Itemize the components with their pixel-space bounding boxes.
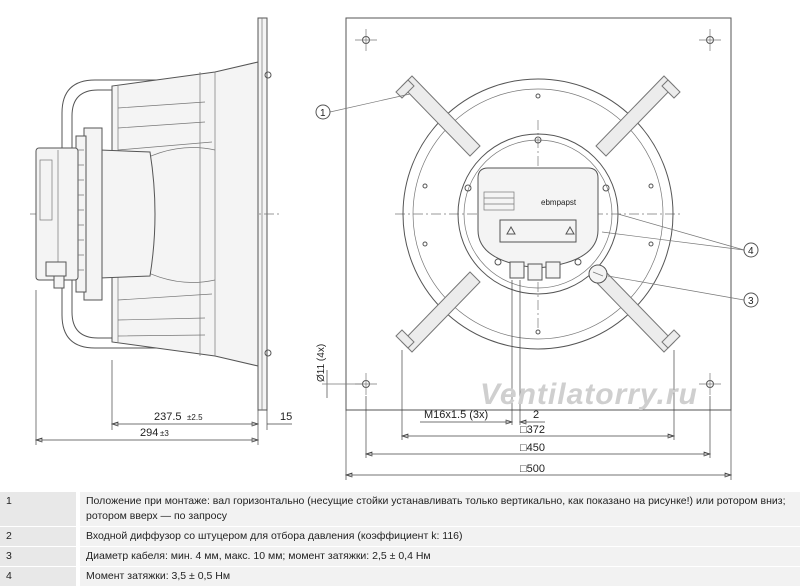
electronics-housing-side — [35, 147, 79, 281]
svg-text:4: 4 — [748, 246, 754, 257]
hole-dimension: Ø11 (4x) — [316, 344, 327, 382]
dim-500: □500 — [520, 463, 545, 475]
watermark: Ventilatorry.ru — [480, 378, 698, 411]
side-view: 237.5 ±2.5 294 ±3 15 — [30, 17, 292, 445]
dim-15-value: 15 — [280, 411, 292, 423]
inlet-ring — [402, 78, 674, 350]
dim-237-value: 237.5 — [154, 411, 182, 423]
support-struts-front — [395, 75, 681, 353]
dim-294-tolerance: ±3 — [160, 429, 169, 438]
note-number: 1 — [0, 492, 78, 527]
mounting-plate-front — [345, 17, 732, 411]
note-text: Диаметр кабеля: мин. 4 мм, макс. 10 мм; … — [76, 546, 800, 567]
callout-3: 3 — [743, 292, 759, 308]
brand-logo: ebmpapst — [541, 198, 577, 207]
note-number: 2 — [0, 526, 78, 547]
svg-text:1: 1 — [320, 108, 326, 119]
note-row: 2 Входной диффузор со штуцером для отбор… — [0, 526, 800, 547]
note-number: 3 — [0, 546, 78, 567]
cable-gland — [509, 261, 525, 279]
dim-294-value: 294 — [140, 427, 158, 439]
callout-1: 1 — [315, 104, 331, 120]
note-text: Входной диффузор со штуцером для отбора … — [76, 526, 800, 547]
note-text: Момент затяжки: 3,5 ± 0,5 Нм — [76, 566, 800, 586]
note-row: 4 Момент затяжки: 3,5 ± 0,5 Нм — [0, 566, 800, 586]
note-text: Положение при монтаже: вал горизонтально… — [76, 492, 800, 527]
notes-table: 1 Положение при монтаже: вал горизонталь… — [0, 492, 800, 586]
thread-dimension: M16x1.5 (3x) — [424, 409, 488, 421]
note-row: 1 Положение при монтаже: вал горизонталь… — [0, 492, 800, 527]
svg-text:3: 3 — [748, 296, 754, 307]
front-view: ebmpapst 1 4 3 — [315, 17, 759, 480]
note-row: 3 Диаметр кабеля: мин. 4 мм, макс. 10 мм… — [0, 546, 800, 567]
gap-dimension: 2 — [533, 409, 539, 421]
dim-372: □372 — [520, 424, 545, 436]
rotor-side — [99, 149, 156, 279]
electronics-module-front — [477, 167, 599, 269]
technical-drawing: 237.5 ±2.5 294 ±3 15 — [30, 17, 759, 480]
callout-4: 4 — [743, 242, 759, 258]
dim-237-tolerance: ±2.5 — [187, 413, 203, 422]
cable-gland — [545, 261, 561, 279]
dim-450: □450 — [520, 442, 545, 454]
note-number: 4 — [0, 566, 78, 586]
cable-gland — [527, 263, 543, 281]
